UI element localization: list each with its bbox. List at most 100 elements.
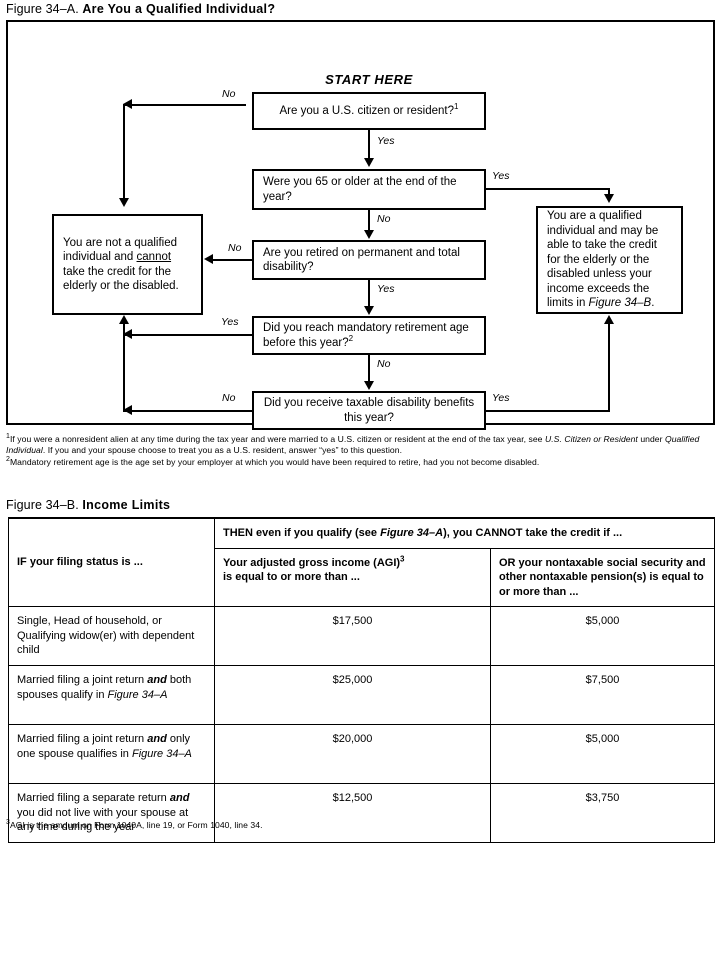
connector-citizen-no-vertical: [123, 104, 125, 204]
row-1-filing-status: Single, Head of household, or Qualifying…: [8, 606, 215, 666]
row-4-part-0: Married filing a separate return: [17, 792, 170, 804]
arrowhead-into-age65: [364, 158, 374, 167]
edge-label-mandatory-yes: Yes: [220, 316, 240, 328]
figure-a-footnote-1: 1If you were a nonresident alien at any …: [6, 433, 718, 457]
figure-a-title: Figure 34–A. Are You a Qualified Individ…: [6, 2, 275, 16]
arrowhead-into-benefits: [364, 381, 374, 390]
not-qualified-emphasis: cannot: [136, 251, 172, 263]
connector-mandatory-yes-horizontal: [123, 334, 252, 336]
flow-node-mandatory-retirement: Did you reach mandatory retirement age b…: [252, 316, 486, 355]
footnote-marker-2: 2: [348, 333, 354, 343]
not-qualified-text-b: take the credit for the elderly or the d…: [63, 265, 179, 293]
table-row: Married filing a joint return and only o…: [8, 724, 716, 784]
edge-label-benefits-no: No: [221, 392, 237, 404]
header-filing-status: IF your filing status is ...: [8, 517, 215, 607]
row-1-agi-limit: $17,500: [214, 606, 491, 666]
connector-retired-no: [213, 259, 252, 261]
figure-a-footnote-2: 2Mandatory retirement age is the age set…: [6, 455, 718, 468]
arrowhead-into-not-qualified-right: [204, 254, 213, 264]
edge-label-age65-no: No: [376, 213, 392, 225]
header-nontaxable-social-security: OR your nontaxable social security and o…: [489, 547, 716, 607]
arrowhead-into-retired: [364, 230, 374, 239]
edge-label-age65-yes: Yes: [491, 170, 511, 182]
arrowhead-into-qualified-bottom: [604, 315, 614, 324]
row-3-agi-limit: $20,000: [214, 724, 491, 784]
footnote-3-marker: 3: [6, 819, 10, 827]
row-2-figure-reference: Figure 34–A: [107, 688, 168, 701]
flowchart-frame: START HERE Are you a U.S. citizen or res…: [6, 20, 715, 430]
qualified-text-b: .: [651, 297, 655, 310]
connector-benefits-yes-horizontal: [486, 410, 610, 412]
flow-node-disability-benefits: Did you receive taxable disability benef…: [252, 391, 486, 430]
figure-b-title-bold: Income Limits: [82, 498, 171, 512]
row-4-part-1: and: [169, 792, 190, 804]
flow-node-age65-text: Were you 65 or older at the end of the y…: [263, 176, 457, 203]
footnote-2-marker: 2: [6, 455, 10, 463]
row-4-agi-limit: $12,500: [214, 783, 491, 843]
header-then-text-b: ), you CANNOT take the credit if ...: [443, 527, 623, 539]
header-then-text-a: THEN even if you qualify (see: [223, 527, 381, 539]
row-4-filing-status: Married filing a separate return and you…: [8, 783, 215, 843]
connector-citizen-no-horizontal: [123, 104, 246, 106]
flow-node-not-qualified: You are not a qualified individual and c…: [52, 214, 203, 315]
flow-node-citizen-text: Are you a U.S. citizen or resident?: [279, 104, 455, 117]
header-then-figure-reference: Figure 34–A: [380, 527, 444, 539]
row-3-filing-status: Married filing a joint return and only o…: [8, 724, 215, 784]
footnote-1-text-a: If you were a nonresident alien at any t…: [9, 434, 545, 444]
flow-node-retired-text: Are you retired on permanent and total d…: [263, 246, 460, 274]
arrowhead-benefits-no-corner: [123, 405, 132, 415]
flow-node-age65: Were you 65 or older at the end of the y…: [252, 169, 486, 210]
figure-a-footnotes: 1If you were a nonresident alien at any …: [6, 433, 718, 468]
footnote-1-ref-b: Qualified Individual: [6, 434, 700, 456]
row-1-ss-limit: $5,000: [489, 606, 716, 666]
row-2-ss-limit: $7,500: [489, 665, 716, 725]
connector-age65-no: [368, 210, 370, 232]
connector-benefits-no-vertical: [123, 322, 125, 412]
flow-node-qualified: You are a qualified individual and may b…: [536, 206, 683, 314]
connector-benefits-no-horizontal: [123, 410, 252, 412]
row-3-ss-limit: $5,000: [489, 724, 716, 784]
footnote-1-text-c: . If you and your spouse choose to treat…: [42, 445, 403, 456]
header-agi-text-b: is equal to or more than ...: [223, 571, 360, 583]
footnote-1-marker: 1: [6, 433, 10, 441]
figure-a-title-lead: Figure 34–A.: [6, 2, 79, 16]
row-2-part-1: and: [147, 674, 167, 686]
footnote-marker-1: 1: [454, 101, 459, 111]
footnote-2-text: Mandatory retirement age is the age set …: [9, 456, 540, 467]
arrowhead-into-mandatory: [364, 306, 374, 315]
figure-b-title: Figure 34–B. Income Limits: [6, 498, 170, 512]
table-row: Married filing a separate return and you…: [8, 783, 716, 843]
edge-label-benefits-yes: Yes: [491, 392, 511, 404]
edge-label-retired-no: No: [227, 242, 243, 254]
row-4-ss-limit: $3,750: [489, 783, 716, 843]
arrowhead-into-qualified-top: [604, 194, 614, 203]
header-then-cannot-take-credit: THEN even if you qualify (see Figure 34–…: [213, 517, 716, 549]
table-header-row-1: IF your filing status is ... THEN even i…: [8, 517, 716, 607]
header-agi-text-a: Your adjusted gross income (AGI): [223, 556, 401, 569]
edge-label-mandatory-no: No: [376, 358, 392, 370]
figure-a-title-bold: Are You a Qualified Individual?: [82, 2, 276, 16]
start-here-label: START HERE: [325, 72, 413, 87]
table-row: Married filing a joint return and both s…: [8, 665, 716, 725]
connector-citizen-yes: [368, 130, 370, 160]
connector-age65-yes-horizontal: [486, 188, 610, 190]
edge-label-citizen-yes: Yes: [376, 135, 396, 147]
edge-label-citizen-no: No: [221, 88, 237, 100]
figure-b-footnote: 3AGI is the amount on Form 1040A, line 1…: [6, 819, 718, 831]
table-header-row-2: Your adjusted gross income (AGI)3 is equa…: [9, 547, 716, 607]
connector-retired-yes: [368, 280, 370, 308]
arrowhead-into-not-qualified-bottom: [119, 315, 129, 324]
flow-node-retired: Are you retired on permanent and total d…: [252, 240, 486, 280]
footnote-1-text-b: under: [637, 434, 665, 444]
row-2-filing-status: Married filing a joint return and both s…: [8, 665, 215, 725]
table-row: Single, Head of household, or Qualifying…: [8, 606, 716, 666]
qualified-figure-reference: Figure 34–B: [588, 297, 652, 310]
not-qualified-text-a: You are not a qualified individual and: [63, 236, 178, 264]
connector-mandatory-no: [368, 355, 370, 383]
footnote-marker-3: 3: [400, 553, 405, 563]
flow-node-citizen: Are you a U.S. citizen or resident?1: [252, 92, 486, 130]
row-4-part-2: you did not live with your spouse at any…: [17, 806, 189, 834]
row-2-agi-limit: $25,000: [214, 665, 491, 725]
row-2-part-0: Married filing a joint return: [17, 674, 148, 686]
row-3-part-2: only one spouse qualifies in: [17, 733, 191, 760]
